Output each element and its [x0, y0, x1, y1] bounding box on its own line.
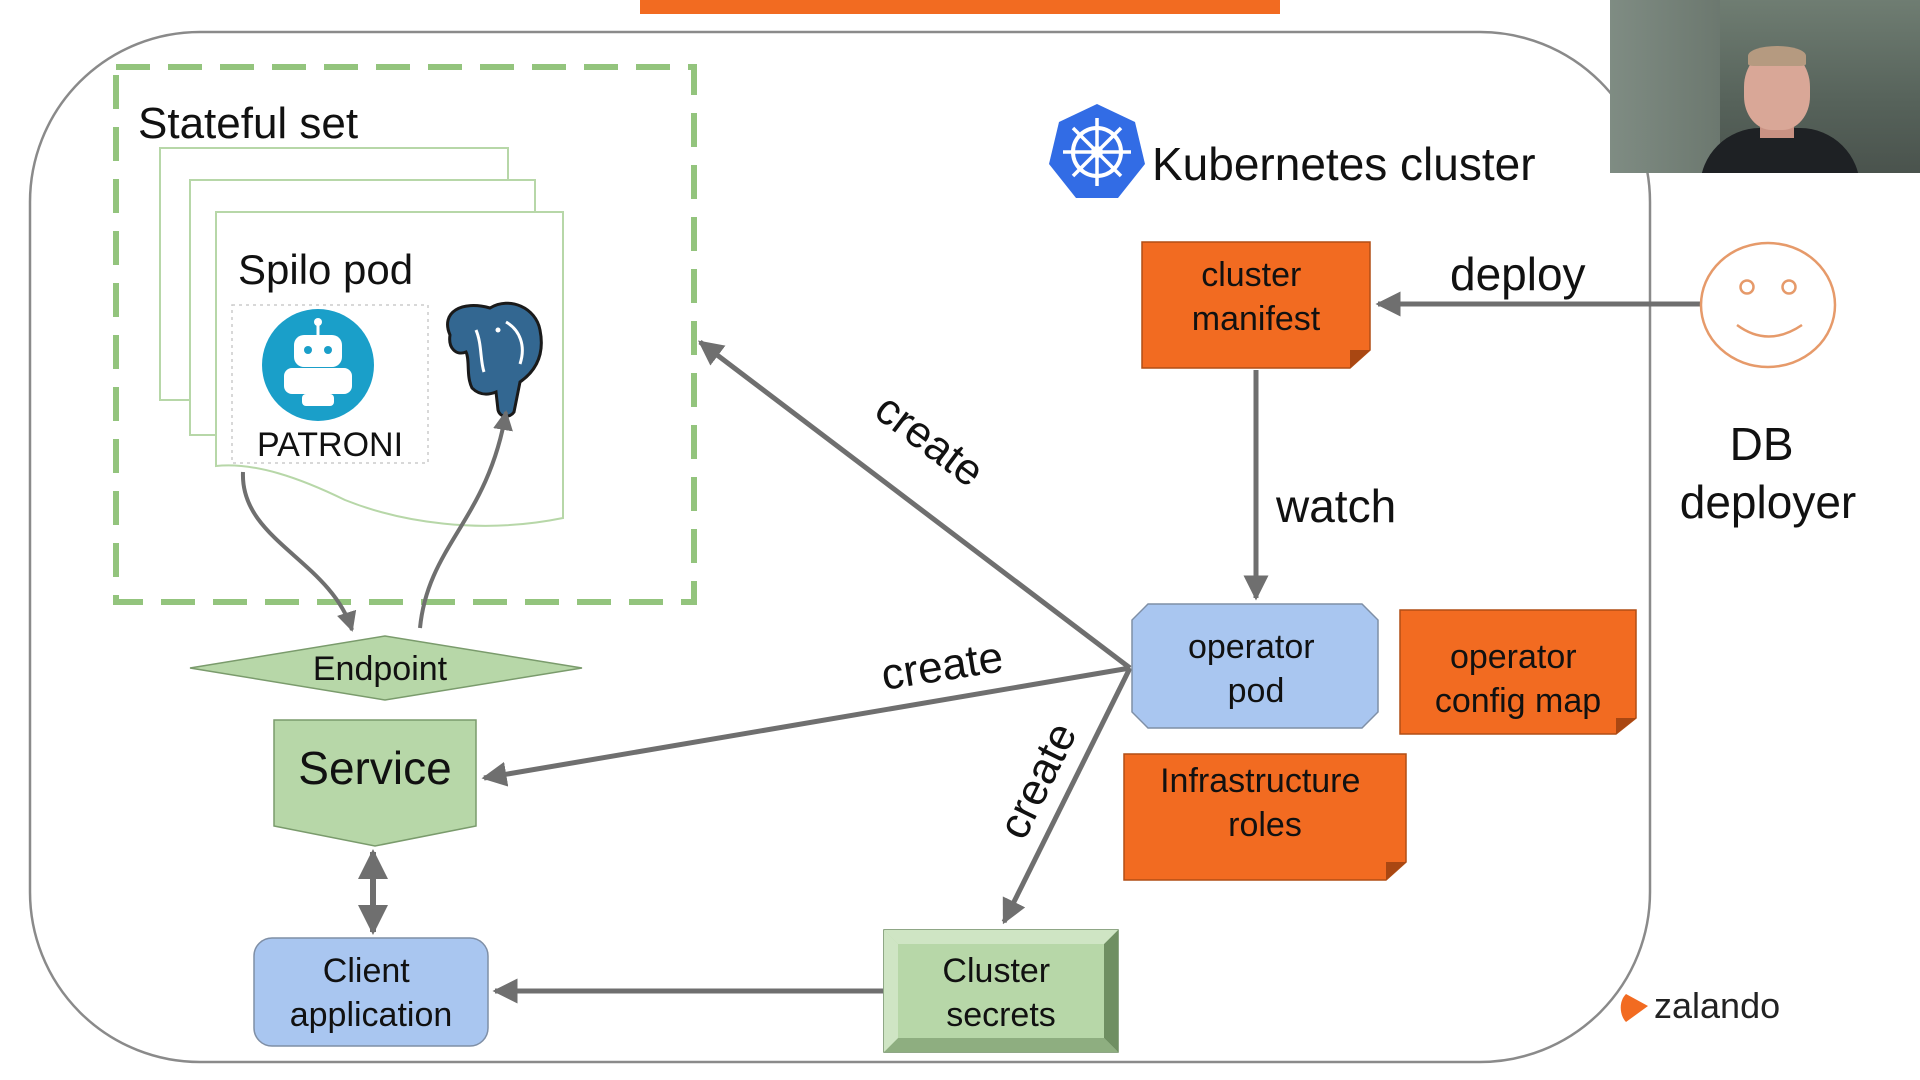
infrastructure-roles-label: Infrastructure roles — [1160, 762, 1370, 844]
operator-pod-line-1: operator — [1188, 628, 1315, 666]
operator-config-map-label: operator config map — [1435, 638, 1601, 720]
zalando-logo-icon — [1620, 994, 1648, 1022]
service-shape — [273, 719, 477, 847]
cluster-secrets-line-1: Cluster — [942, 952, 1050, 990]
cluster-secrets-line-2: secrets — [946, 996, 1056, 1034]
slide-top-bar — [640, 0, 1280, 14]
webcam-background — [1610, 0, 1720, 173]
operator-pod-label: operator pod — [1188, 628, 1324, 710]
stateful-set-box — [113, 64, 697, 605]
kubernetes-helm-icon — [1049, 104, 1145, 198]
client-application-label: Client application — [290, 952, 453, 1034]
db-deployer-smiley-icon — [1699, 241, 1837, 369]
cluster-manifest-line-2: manifest — [1192, 300, 1321, 338]
deploy-label: deploy — [1450, 248, 1586, 300]
service-label: Service — [298, 742, 451, 794]
patroni-to-endpoint-arrow — [240, 471, 357, 632]
spilo-pod-label: Spilo pod — [238, 246, 413, 293]
patroni-logo-frame — [231, 304, 429, 464]
client-application-line-1: Client — [323, 952, 410, 990]
db-deployer-line-1: DB — [1730, 418, 1794, 470]
presenter-hair — [1748, 46, 1806, 66]
watch-label: watch — [1275, 480, 1396, 532]
operator-to-secrets-arrow — [1001, 666, 1133, 925]
create-label-middle: create — [878, 632, 1006, 700]
infrastructure-roles-fold — [1386, 862, 1406, 880]
cluster-manifest-line-1: cluster — [1201, 256, 1301, 294]
operator-to-statefulset-arrow — [698, 340, 1132, 670]
operator-config-map-line-1: operator — [1450, 638, 1577, 676]
operator-pod-line-2: pod — [1228, 672, 1285, 710]
operator-to-service-arrow — [481, 665, 1131, 787]
kubernetes-cluster-boundary — [28, 30, 1652, 1064]
db-deployer-line-2: deployer — [1680, 476, 1856, 528]
kubernetes-cluster-label: Kubernetes cluster — [1152, 138, 1536, 190]
client-application-line-2: application — [290, 996, 453, 1034]
infrastructure-roles-line-1: Infrastructure — [1160, 762, 1360, 800]
db-deployer-label: DB deployer — [1680, 418, 1856, 528]
operator-pod-shape — [1131, 603, 1379, 729]
spilo-pod-page — [215, 211, 564, 527]
zalando-brand-label: zalando — [1654, 985, 1780, 1026]
cluster-manifest-fold — [1350, 350, 1370, 368]
client-application-box — [253, 937, 489, 1047]
endpoint-to-postgres-arrow — [418, 410, 513, 629]
cluster-manifest-label: cluster manifest — [1192, 256, 1321, 338]
patroni-robot-icon — [262, 309, 374, 421]
stateful-set-label: Stateful set — [138, 99, 358, 148]
endpoint-shape — [189, 635, 583, 701]
infrastructure-roles-line-2: roles — [1228, 806, 1302, 844]
patroni-label: PATRONI — [257, 426, 403, 464]
cluster-secrets-label: Cluster secrets — [942, 952, 1059, 1034]
operator-config-map-fold — [1616, 718, 1636, 734]
endpoint-label: Endpoint — [313, 650, 448, 688]
cluster-secrets-box — [883, 929, 1119, 1053]
presenter-webcam-video — [1610, 0, 1920, 173]
operator-config-map-line-2: config map — [1435, 682, 1601, 720]
